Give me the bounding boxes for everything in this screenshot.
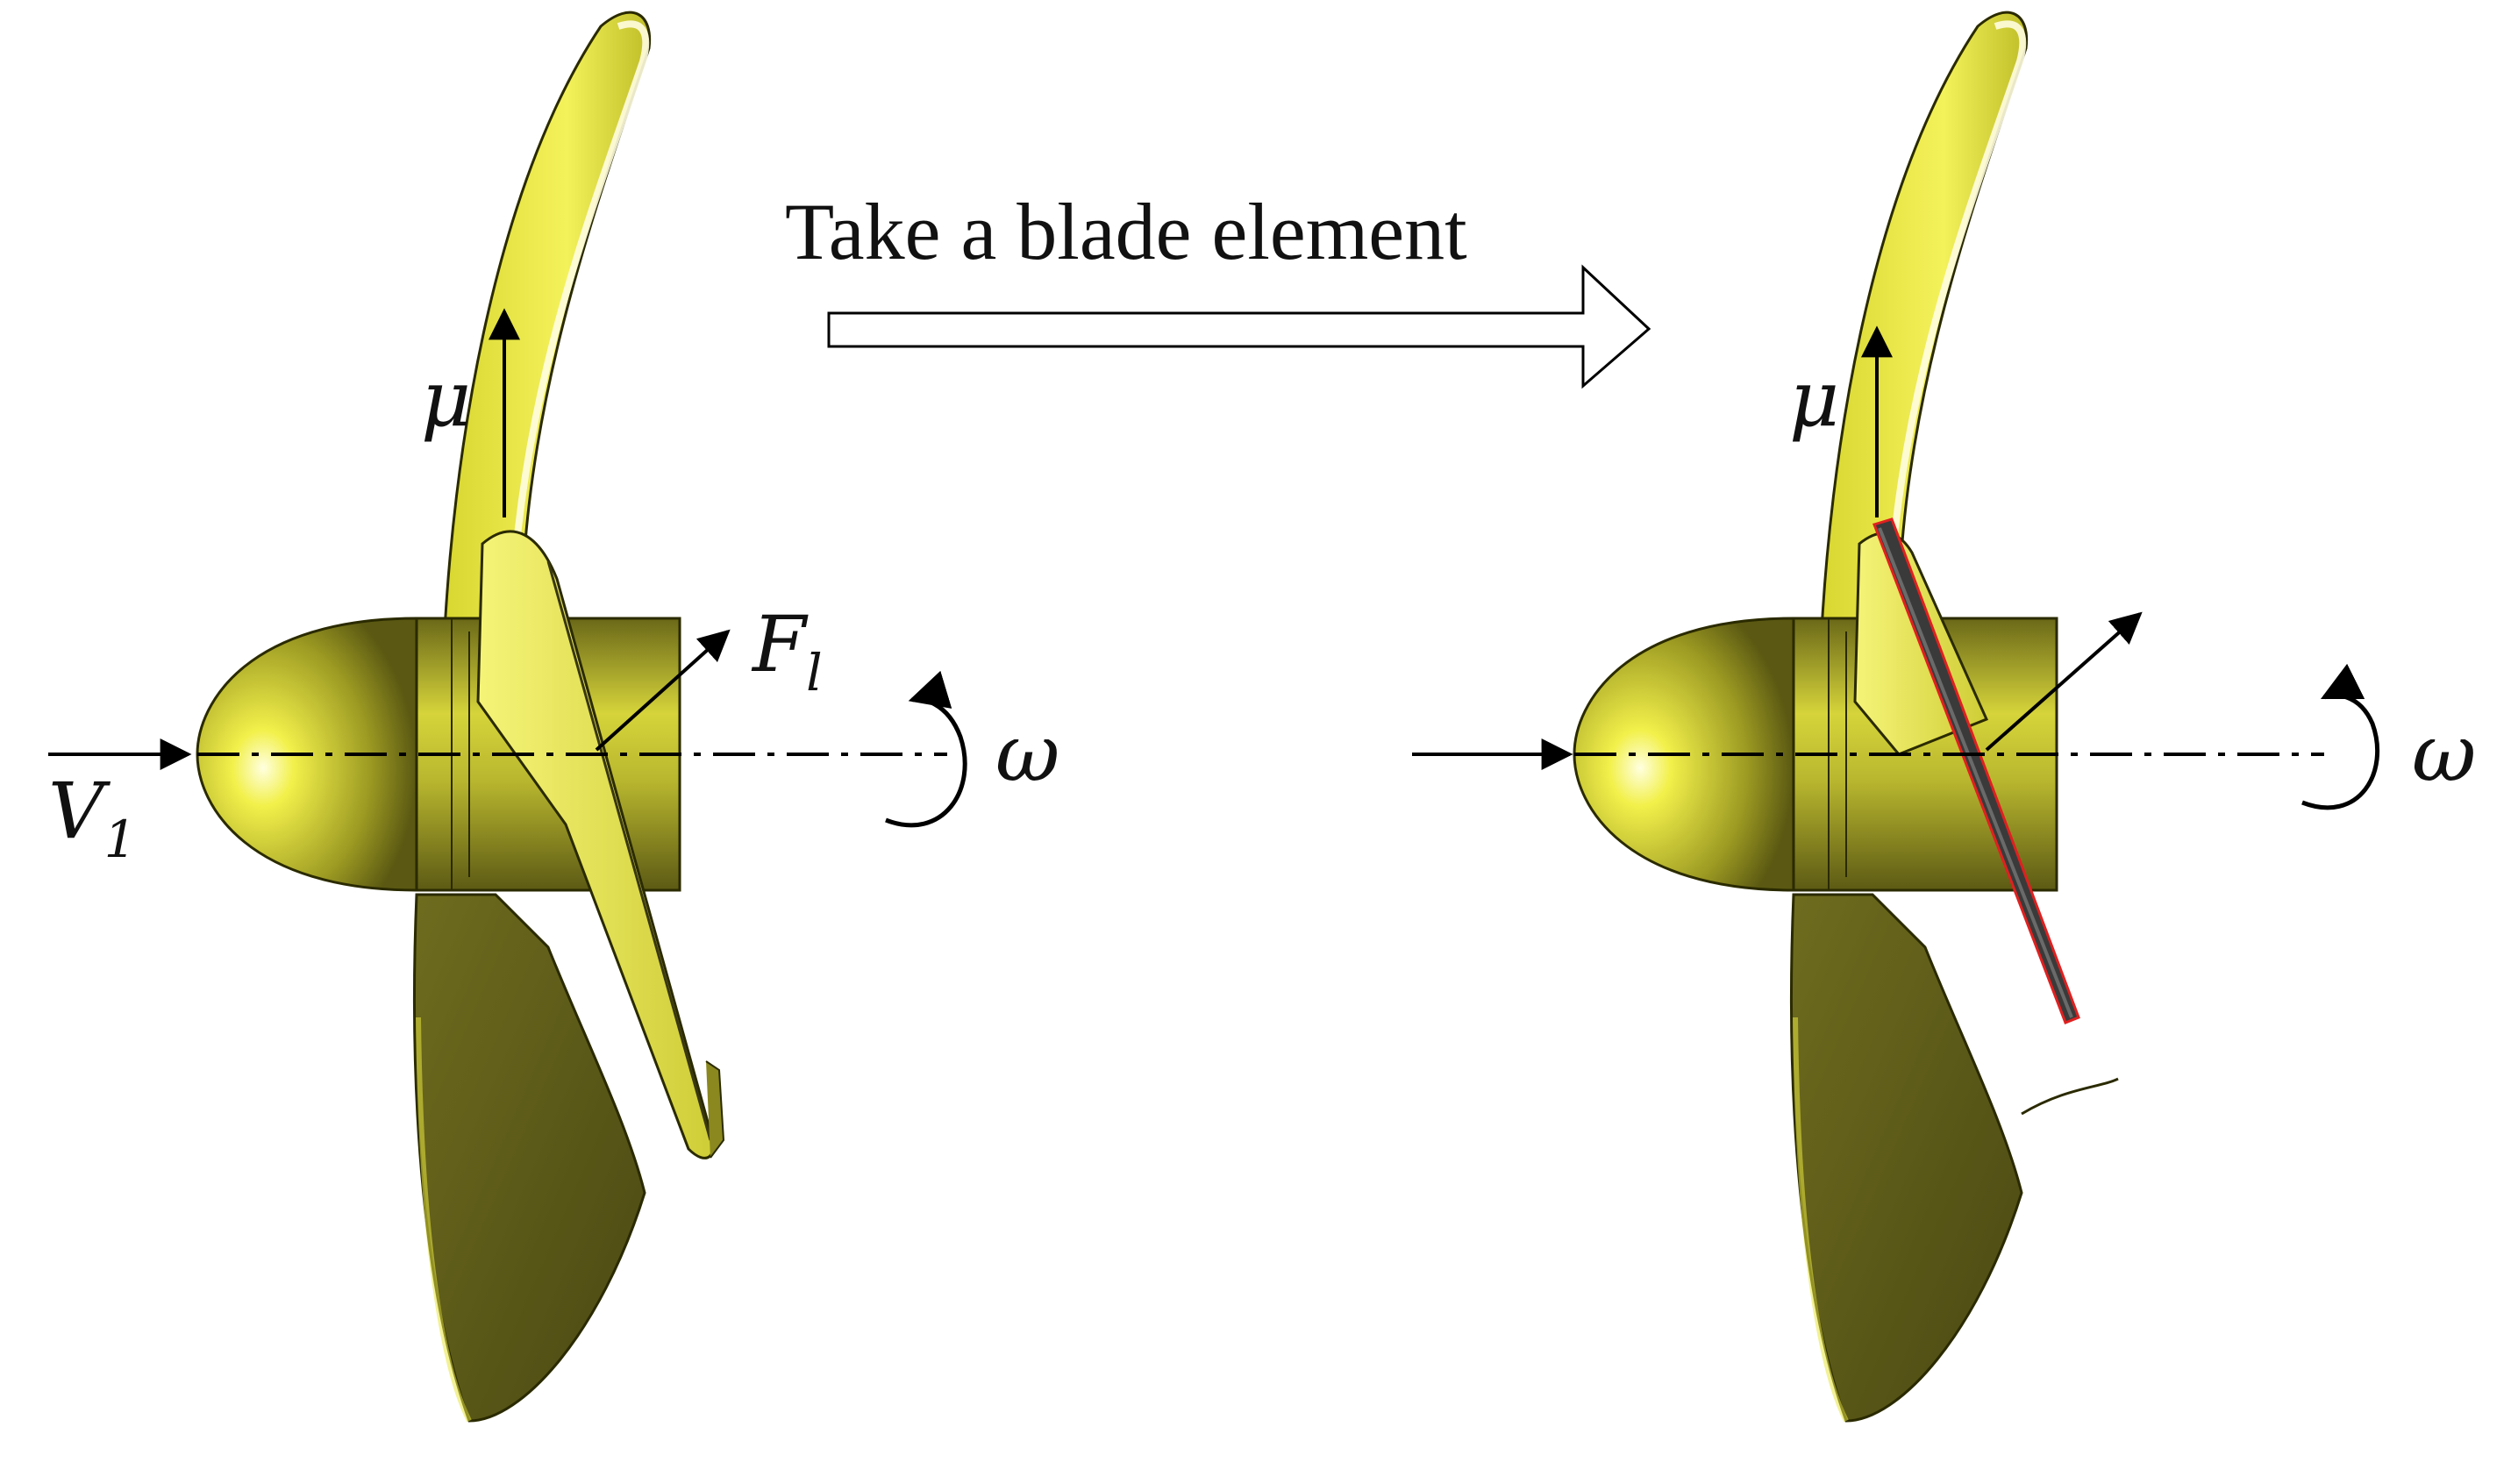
right-rotation-arrow [2302,696,2378,808]
right-propeller [1574,12,2118,1421]
left-propeller [197,12,724,1421]
transition-arrow [829,268,1649,386]
right-mu-label: μ [1789,353,1839,444]
left-force-label: Fl [751,599,823,703]
left-rotation-arrow [886,699,965,825]
caption-text: Take a blade element [785,187,1467,276]
left-velocity-label: V1 [48,766,136,869]
right-omega-label: ω [2412,708,2476,800]
left-mu-label: μ [421,353,471,444]
left-omega-label: ω [995,708,1059,800]
